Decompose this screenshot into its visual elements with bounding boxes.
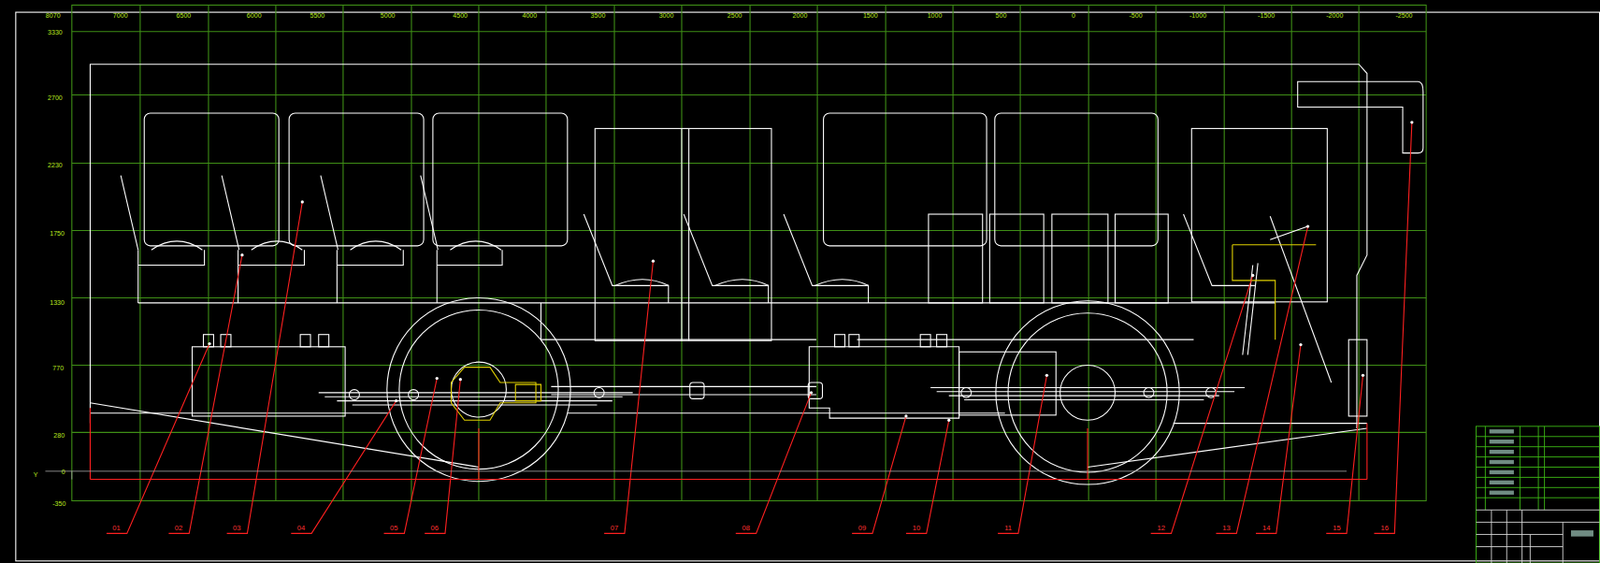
axis-label: 1000 bbox=[927, 11, 943, 20]
axis-label: Y bbox=[33, 470, 39, 479]
axis-label: 3500 bbox=[590, 11, 606, 20]
axis-label: 4000 bbox=[521, 11, 537, 20]
callout-number: 01 bbox=[112, 524, 121, 534]
axis-label: 5000 bbox=[380, 11, 396, 20]
callout-number: 09 bbox=[858, 524, 867, 534]
axis-label: 2500 bbox=[727, 11, 743, 20]
axis-label: 5500 bbox=[309, 11, 325, 20]
axis-label: 3000 bbox=[659, 11, 675, 20]
axis-label: 2700 bbox=[47, 93, 63, 102]
callout-number: 05 bbox=[389, 524, 399, 534]
axis-label: 0 bbox=[1071, 11, 1076, 20]
axis-label: 500 bbox=[995, 11, 1008, 20]
axis-label: -2000 bbox=[1326, 11, 1343, 20]
axis-label: 3330 bbox=[47, 28, 63, 38]
axis-label: 770 bbox=[52, 364, 64, 374]
callout-number: 06 bbox=[431, 524, 440, 534]
callout-number: 10 bbox=[912, 524, 922, 534]
callout-number: 13 bbox=[1222, 524, 1231, 534]
callout-number: 11 bbox=[1004, 524, 1012, 534]
axis-label: 7000 bbox=[113, 11, 129, 20]
axis-label: -350 bbox=[52, 500, 66, 509]
axis-label: -2500 bbox=[1395, 11, 1413, 20]
axis-label: -500 bbox=[1128, 11, 1142, 20]
axis-label: 0 bbox=[61, 468, 66, 477]
axis-label: 2230 bbox=[47, 160, 63, 170]
callout-number: 02 bbox=[174, 524, 184, 534]
axis-label: -1000 bbox=[1189, 11, 1207, 20]
axis-label: -1500 bbox=[1257, 11, 1275, 20]
axis-label: 1500 bbox=[863, 11, 879, 20]
callout-number: 03 bbox=[232, 524, 242, 534]
axis-label: 280 bbox=[53, 432, 65, 441]
callout-number: 14 bbox=[1262, 524, 1271, 534]
axis-label: 4500 bbox=[452, 11, 468, 20]
axis-label: 6500 bbox=[176, 11, 192, 20]
callout-number: 15 bbox=[1332, 524, 1341, 534]
axis-label: 8070 bbox=[45, 11, 61, 20]
axis-label: 1750 bbox=[49, 230, 65, 239]
callout-number: 08 bbox=[741, 524, 750, 534]
callout-number: 16 bbox=[1381, 524, 1390, 534]
axis-label: 6000 bbox=[246, 11, 262, 20]
axis-label: 1330 bbox=[49, 299, 65, 308]
callout-number: 12 bbox=[1157, 524, 1167, 534]
axis-label: 2000 bbox=[792, 11, 808, 20]
callout-number: 07 bbox=[610, 524, 620, 534]
callout-number: 04 bbox=[297, 524, 306, 534]
